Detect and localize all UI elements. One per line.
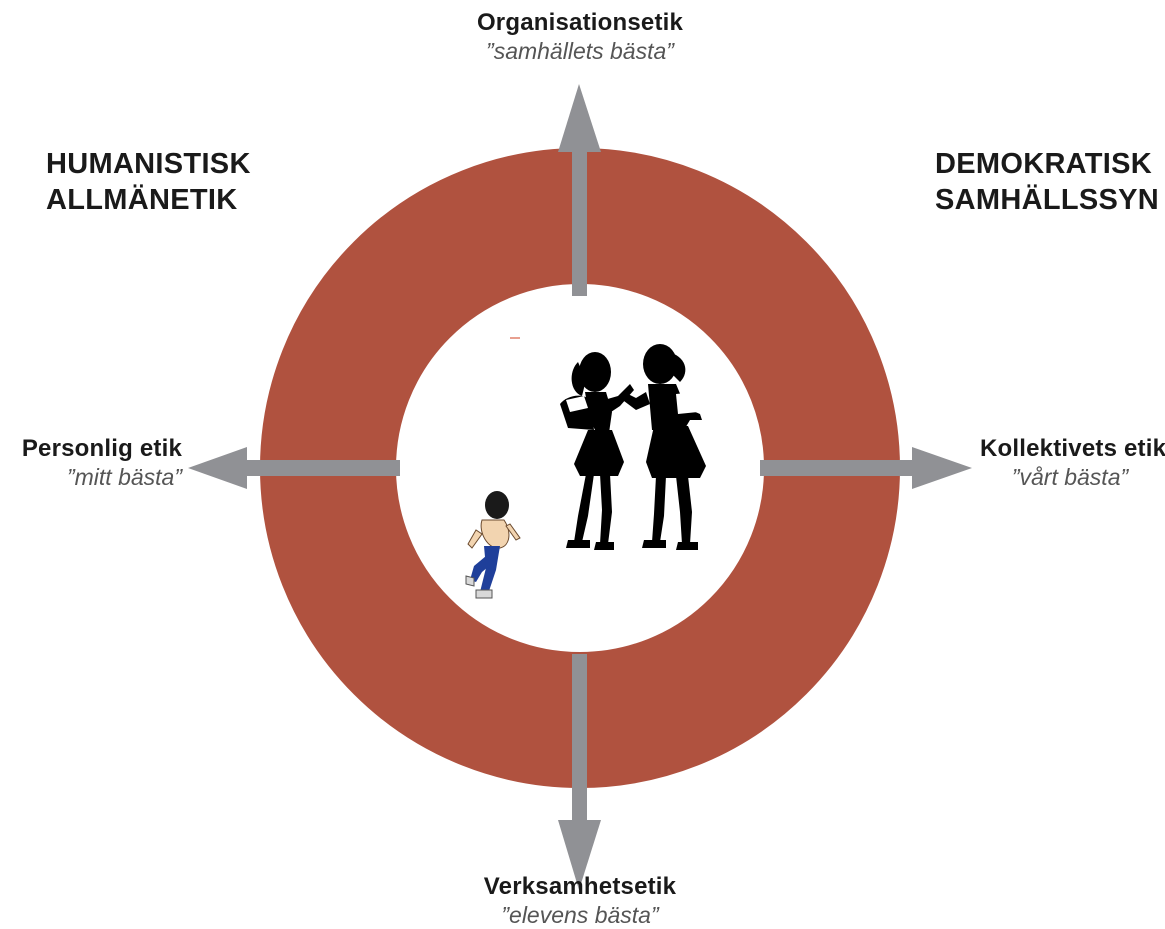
axis-right-subtitle: ”vårt bästa” <box>1011 464 1129 491</box>
corner-top-left-line-2: ALLMÄNETIK <box>46 184 238 217</box>
axis-label-top: Organisationsetik ”samhällets bästa” <box>430 8 730 65</box>
arrow-left <box>188 447 400 489</box>
axis-left-title: Personlig etik <box>21 435 182 462</box>
axis-top-title: Organisationsetik <box>476 9 684 36</box>
two-women-silhouette <box>560 344 706 550</box>
axis-top-subtitle: ”samhällets bästa” <box>486 38 674 65</box>
axis-left-subtitle: ”mitt bästa” <box>66 464 182 491</box>
arrow-up <box>558 84 601 296</box>
arrow-right <box>760 447 972 489</box>
silhouette-highlights <box>566 392 698 414</box>
axis-bottom-subtitle: ”elevens bästa” <box>501 902 659 929</box>
corner-top-right-line-1: DEMOKRATISK <box>935 148 1153 180</box>
corner-heading-top-right: DEMOKRATISK SAMHÄLLSSYN <box>935 146 1160 219</box>
decorative-speck <box>510 337 520 339</box>
axis-label-right: Kollektivets etik ”vårt bästa” <box>980 434 1165 491</box>
running-child-illustration <box>465 491 521 599</box>
corner-top-right-line-2: SAMHÄLLSSYN <box>935 184 1160 217</box>
corner-top-left-line-1: HUMANISTISK <box>46 148 251 180</box>
axis-label-bottom: Verksamhetsetik ”elevens bästa” <box>430 872 730 929</box>
axis-bottom-title: Verksamhetsetik <box>483 873 677 900</box>
arrow-down <box>558 654 601 890</box>
axis-label-left: Personlig etik ”mitt bästa” <box>2 434 182 491</box>
axis-right-title: Kollektivets etik <box>980 435 1165 462</box>
corner-heading-top-left: HUMANISTISK ALLMÄNETIK <box>46 146 251 219</box>
